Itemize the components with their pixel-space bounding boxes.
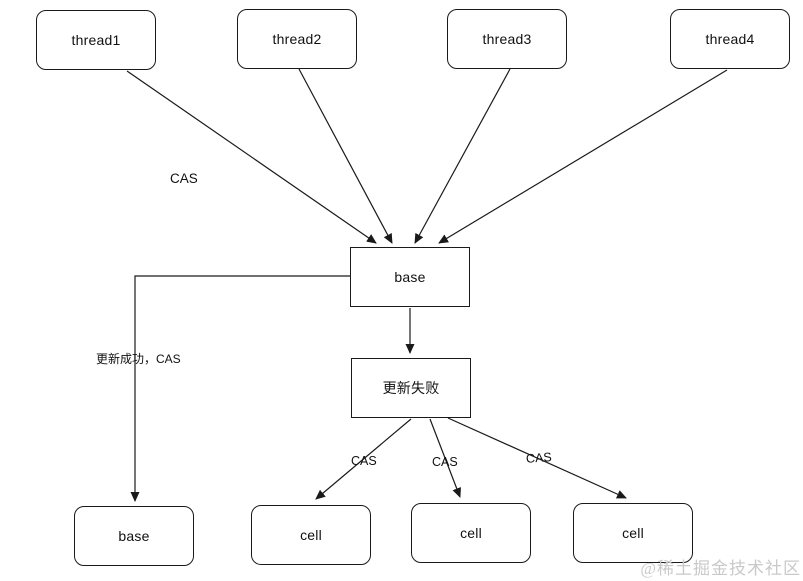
edge-label-cas-cell1: CAS bbox=[351, 454, 377, 468]
node-thread1: thread1 bbox=[36, 10, 156, 70]
node-update-fail-label: 更新失败 bbox=[382, 380, 440, 396]
node-thread2: thread2 bbox=[237, 9, 357, 69]
edge-base-basebottom bbox=[130, 275, 350, 502]
edge-label-success: 更新成功，CAS bbox=[96, 352, 181, 366]
edge-thread2-base bbox=[298, 68, 393, 244]
node-thread2-label: thread2 bbox=[272, 31, 322, 47]
node-cell3-label: cell bbox=[622, 525, 644, 541]
node-cell2: cell bbox=[411, 503, 531, 563]
node-thread3-label: thread3 bbox=[482, 31, 532, 47]
watermark-text: @稀土掘金技术社区 bbox=[640, 559, 801, 578]
node-cell3: cell bbox=[573, 503, 693, 563]
edge-label-cas-cell2: CAS bbox=[432, 455, 458, 469]
node-thread4-label: thread4 bbox=[705, 31, 755, 47]
node-thread1-label: thread1 bbox=[71, 32, 121, 48]
edge-thread3-base bbox=[414, 68, 511, 244]
edge-updatefail-cell3 bbox=[447, 417, 627, 499]
node-update-fail: 更新失败 bbox=[351, 358, 471, 418]
node-base-bottom: base bbox=[74, 506, 194, 566]
node-base-bottom-label: base bbox=[118, 528, 150, 544]
edge-updatefail-cell1 bbox=[315, 418, 412, 500]
node-cell1-label: cell bbox=[300, 527, 322, 543]
edge-updatefail-cell2 bbox=[429, 418, 461, 498]
edge-thread4-base bbox=[438, 69, 728, 244]
edge-label-cas-cell3: CAS bbox=[525, 450, 553, 466]
node-base-center-label: base bbox=[394, 269, 426, 285]
node-base-center: base bbox=[350, 247, 470, 307]
node-cell2-label: cell bbox=[460, 525, 482, 541]
edge-label-cas-main: CAS bbox=[170, 171, 198, 186]
node-thread4: thread4 bbox=[670, 9, 790, 69]
node-thread3: thread3 bbox=[447, 9, 567, 69]
node-cell1: cell bbox=[251, 505, 371, 565]
edge-thread1-base bbox=[126, 70, 377, 244]
